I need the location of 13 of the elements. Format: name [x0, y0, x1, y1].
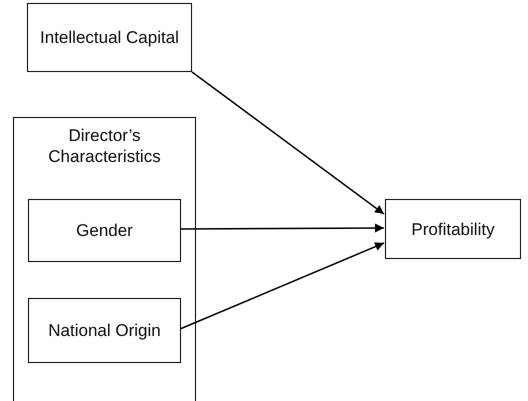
- node-label: Gender: [75, 220, 134, 241]
- process-box: [28, 199, 181, 262]
- group-label: Director’s Characteristics: [47, 125, 162, 167]
- arrow: [192, 71, 384, 215]
- node-label: Intellectual Capital: [39, 27, 180, 48]
- process-box: [27, 3, 192, 72]
- process-box: [385, 199, 521, 259]
- group-box: [13, 117, 196, 401]
- node-label: Profitability: [410, 218, 496, 240]
- arrow: [180, 242, 384, 330]
- node-label: National Origin: [47, 320, 162, 341]
- arrow: [180, 224, 384, 233]
- process-box: [28, 298, 181, 363]
